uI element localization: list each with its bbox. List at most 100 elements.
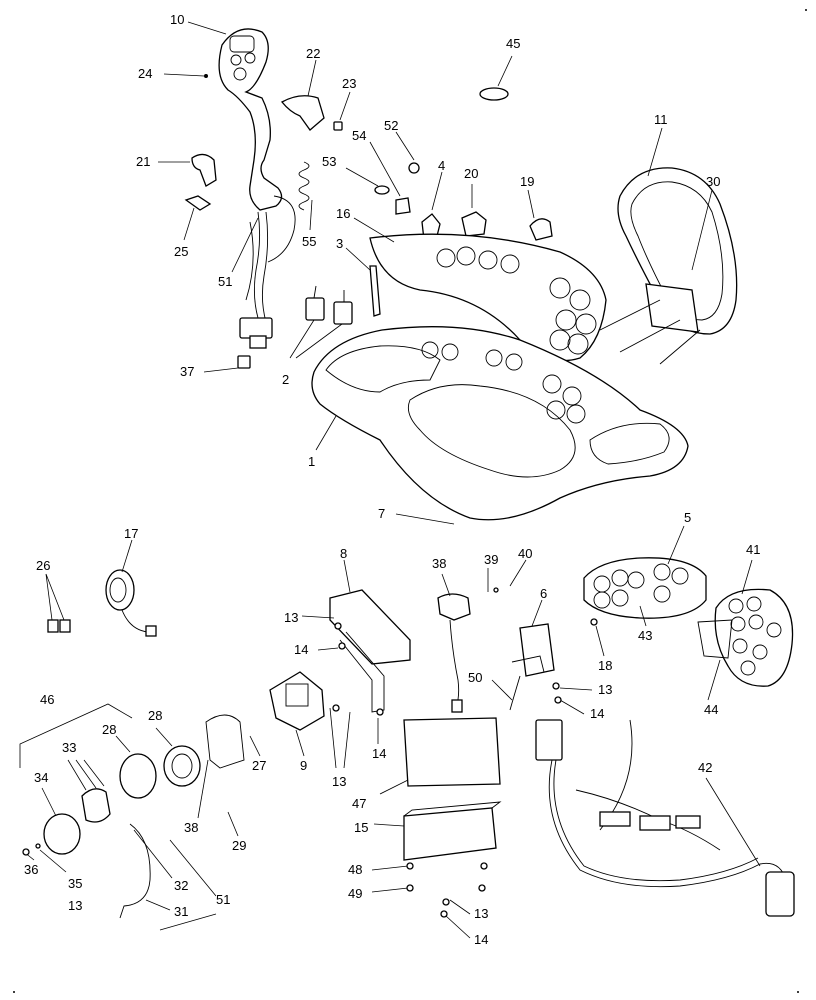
callout-5: 5 xyxy=(684,510,691,525)
mounting-plate xyxy=(403,717,501,787)
knob-20 xyxy=(461,211,487,237)
callout-42: 42 xyxy=(698,760,712,775)
callout-44: 44 xyxy=(704,702,718,717)
callout-41: 41 xyxy=(746,542,760,557)
console-body xyxy=(311,326,689,521)
knob-52 xyxy=(408,162,420,174)
callout-31: 31 xyxy=(174,904,188,919)
callout-46: 46 xyxy=(40,692,54,707)
callout-40: 40 xyxy=(518,546,532,561)
switch-38 xyxy=(437,593,471,713)
callout-18: 18 xyxy=(598,658,612,673)
callout-26: 26 xyxy=(36,558,50,573)
callout-55: 55 xyxy=(302,234,316,249)
callout-48: 48 xyxy=(348,862,362,877)
knob-53 xyxy=(374,185,390,195)
callout-23: 23 xyxy=(342,76,356,91)
tray xyxy=(403,801,502,861)
clip-bracket xyxy=(191,153,217,187)
position-sensor xyxy=(269,671,325,731)
rotary-control xyxy=(105,569,157,637)
callout-27: 27 xyxy=(252,758,266,773)
pad-26b xyxy=(59,619,71,633)
callout-13-mechanism: 13 xyxy=(598,682,612,697)
switch-pad-left xyxy=(583,557,707,619)
callout-38-top: 38 xyxy=(432,556,446,571)
disc-34 xyxy=(43,813,81,855)
callout-49: 49 xyxy=(348,886,362,901)
callout-28-left: 28 xyxy=(102,722,116,737)
callout-51-top: 51 xyxy=(218,274,232,289)
callout-20: 20 xyxy=(464,166,478,181)
callout-3: 3 xyxy=(336,236,343,251)
pad-26a xyxy=(47,619,59,633)
callout-11: 11 xyxy=(654,112,668,127)
connector-37 xyxy=(237,355,251,369)
pin xyxy=(184,195,212,211)
callout-17: 17 xyxy=(124,526,138,541)
callout-35: 35 xyxy=(68,876,82,891)
main-wiring-harness xyxy=(535,719,795,917)
callout-54: 54 xyxy=(352,128,366,143)
callout-13-sensor: 13 xyxy=(332,774,346,789)
small-cap xyxy=(333,121,343,131)
plug-cap xyxy=(479,87,509,101)
callout-51-bottom: 51 xyxy=(216,892,230,907)
callout-14-sensor: 14 xyxy=(372,746,386,761)
callout-13-disc: 13 xyxy=(68,898,82,913)
boot-cover xyxy=(281,95,325,131)
callout-14-tray: 14 xyxy=(474,932,488,947)
callout-33: 33 xyxy=(62,740,76,755)
callout-45: 45 xyxy=(506,36,520,51)
callout-50: 50 xyxy=(468,670,482,685)
rod-assembly xyxy=(369,265,381,317)
switch-panel-upper xyxy=(369,233,607,362)
callout-9: 9 xyxy=(300,758,307,773)
switch-modules xyxy=(305,285,353,325)
callout-25: 25 xyxy=(174,244,188,259)
knob-19 xyxy=(529,218,553,241)
callout-16: 16 xyxy=(336,206,350,221)
callout-1: 1 xyxy=(308,454,315,469)
cable-31 xyxy=(119,823,151,919)
coil-spring xyxy=(298,161,310,211)
callout-53: 53 xyxy=(322,154,336,169)
callout-19: 19 xyxy=(520,174,534,189)
callout-39: 39 xyxy=(484,552,498,567)
callout-2: 2 xyxy=(282,372,289,387)
callout-47: 47 xyxy=(352,796,366,811)
callout-22: 22 xyxy=(306,46,320,61)
armrest-frame xyxy=(599,167,738,365)
callout-34: 34 xyxy=(34,770,48,785)
callout-43: 43 xyxy=(638,628,652,643)
callout-37: 37 xyxy=(180,364,194,379)
knob-54 xyxy=(395,197,411,215)
callout-10: 10 xyxy=(170,12,184,27)
callout-7: 7 xyxy=(378,506,385,521)
callout-4: 4 xyxy=(438,158,445,173)
callout-21: 21 xyxy=(136,154,150,169)
callout-32: 32 xyxy=(174,878,188,893)
callout-8: 8 xyxy=(340,546,347,561)
seals-33 xyxy=(81,788,111,823)
callout-6: 6 xyxy=(540,586,547,601)
joystick-wiring-harness xyxy=(239,195,296,349)
disc-28a xyxy=(163,745,201,787)
callout-14-mechanism: 14 xyxy=(590,706,604,721)
callout-24: 24 xyxy=(138,66,152,81)
lever-mechanism xyxy=(509,623,555,711)
callout-52: 52 xyxy=(384,118,398,133)
callout-36: 36 xyxy=(24,862,38,877)
callout-38-bottom: 38 xyxy=(184,820,198,835)
callout-15: 15 xyxy=(354,820,368,835)
disc-28b xyxy=(119,753,157,799)
callout-14-bracket: 14 xyxy=(294,642,308,657)
joystick-handle xyxy=(218,28,283,211)
callout-29: 29 xyxy=(232,838,246,853)
switch-pad-right xyxy=(697,588,794,687)
callout-28-right: 28 xyxy=(148,708,162,723)
callout-13-tray: 13 xyxy=(474,906,488,921)
callout-30: 30 xyxy=(706,174,720,189)
callout-13-bracket: 13 xyxy=(284,610,298,625)
